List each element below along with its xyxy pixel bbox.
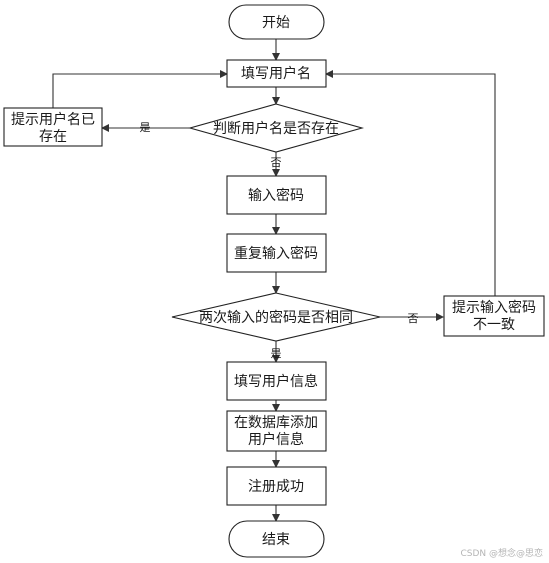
password-mismatch-label-line1: 提示输入密码 bbox=[452, 299, 536, 316]
watermark: CSDN @想念@思恋 bbox=[460, 549, 543, 559]
password-mismatch-step: 提示输入密码 不一致 bbox=[443, 295, 545, 337]
compare-passwords-decision: 两次输入的密码是否相同 bbox=[171, 292, 381, 342]
end-label: 结束 bbox=[262, 532, 290, 548]
end-node: 结束 bbox=[228, 520, 325, 558]
enter-password-step: 输入密码 bbox=[226, 175, 327, 215]
compare-passwords-label: 两次输入的密码是否相同 bbox=[199, 309, 353, 326]
add-db-label-line1: 在数据库添加 bbox=[234, 415, 318, 431]
edge-label-username-no: 否 bbox=[271, 156, 282, 169]
edge-label-password-no: 否 bbox=[408, 312, 419, 325]
arrow-mismatch-back-to-fill-username bbox=[325, 70, 496, 296]
fill-user-info-step: 填写用户信息 bbox=[226, 361, 327, 401]
enter-password-label: 输入密码 bbox=[248, 187, 304, 204]
start-label: 开始 bbox=[262, 15, 290, 31]
username-exists-step: 提示用户名已 存在 bbox=[3, 107, 103, 147]
username-exists-label-line2: 存在 bbox=[39, 129, 67, 145]
add-db-step: 在数据库添加 用户信息 bbox=[226, 410, 327, 452]
register-success-step: 注册成功 bbox=[226, 466, 327, 506]
repeat-password-step: 重复输入密码 bbox=[226, 233, 327, 273]
edge-label-username-yes: 是 bbox=[140, 121, 151, 134]
register-success-label: 注册成功 bbox=[248, 479, 304, 495]
edge-label-password-yes: 是 bbox=[271, 347, 282, 360]
repeat-password-label: 重复输入密码 bbox=[234, 245, 318, 262]
add-db-label-line2: 用户信息 bbox=[248, 431, 304, 448]
check-username-label: 判断用户名是否存在 bbox=[213, 120, 339, 137]
connectors bbox=[52, 39, 496, 522]
fill-username-label: 填写用户名 bbox=[241, 65, 311, 82]
fill-username-step: 填写用户名 bbox=[226, 59, 327, 88]
start-node: 开始 bbox=[228, 4, 325, 40]
password-mismatch-label-line2: 不一致 bbox=[473, 317, 515, 333]
arrow-exists-back-to-fill-username bbox=[52, 70, 228, 108]
username-exists-label-line1: 提示用户名已 bbox=[11, 111, 95, 128]
check-username-decision: 判断用户名是否存在 bbox=[187, 103, 365, 153]
fill-user-info-label: 填写用户信息 bbox=[234, 373, 318, 390]
